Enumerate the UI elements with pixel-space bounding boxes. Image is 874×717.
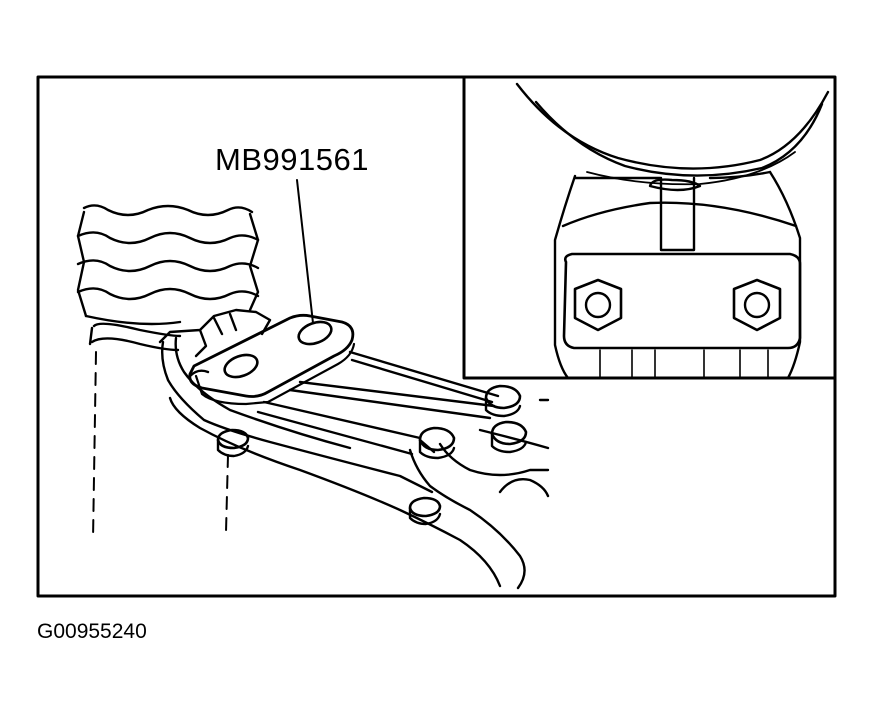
inset-tool-plate	[562, 252, 802, 350]
inset-detail-view	[462, 75, 837, 380]
figure-frame	[36, 75, 837, 598]
handle-bolt-3	[418, 426, 456, 460]
tool-part-number-label: MB991561	[215, 142, 369, 177]
figure-id-caption: G00955240	[37, 620, 147, 643]
inset-housing	[553, 170, 802, 380]
handle-bolt-2	[490, 420, 528, 454]
bellows-boot	[76, 204, 260, 326]
inset-drum	[515, 82, 830, 186]
hidden-shaft-outline	[92, 351, 229, 541]
inset-border	[462, 75, 837, 380]
tool-handles	[256, 350, 500, 456]
lower-arm	[168, 396, 550, 590]
inset-bolt-left	[573, 278, 623, 332]
special-tool-plate	[188, 313, 356, 406]
lower-bolt-left	[216, 428, 250, 458]
inset-bolt-right	[732, 278, 782, 332]
label-leader-line	[296, 179, 314, 324]
handle-bolt-1	[484, 384, 522, 418]
boot-band-clamp	[88, 322, 182, 352]
pliers-jaws	[158, 308, 434, 494]
lower-bolt-right	[408, 496, 442, 526]
